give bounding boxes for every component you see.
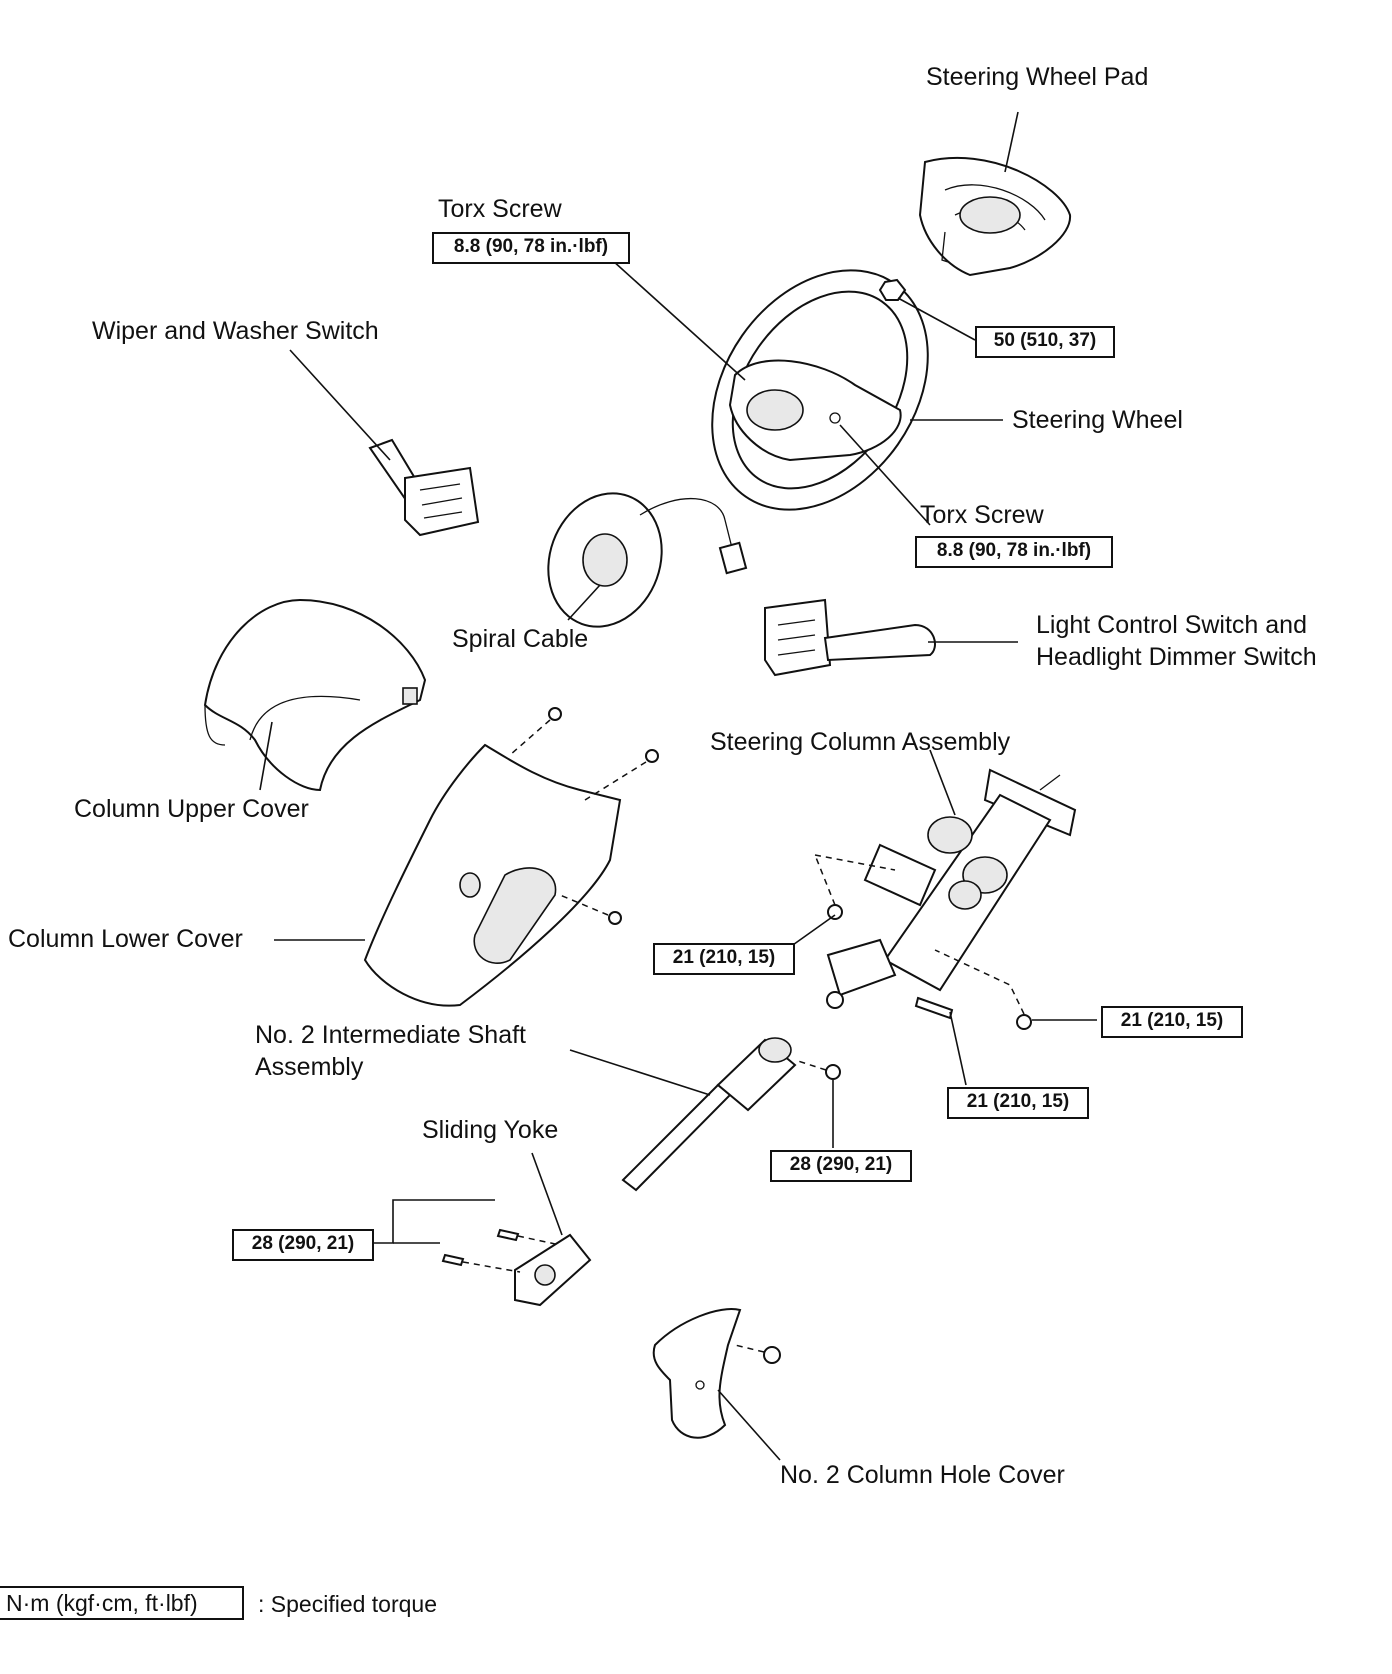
label-steering-column-assembly: Steering Column Assembly (710, 728, 1011, 756)
label-sliding-yoke: Sliding Yoke (422, 1116, 559, 1144)
torque-box-column-bottom: 21 (210, 15) (947, 1087, 1089, 1119)
label-torx-screw-top: Torx Screw (438, 195, 562, 223)
label-spiral-cable: Spiral Cable (452, 625, 589, 653)
label-column-lower-cover: Column Lower Cover (8, 925, 243, 953)
label-column-upper-cover: Column Upper Cover (74, 795, 309, 823)
label-intermediate-shaft-line1: No. 2 Intermediate Shaft (255, 1021, 526, 1049)
label-wiper-washer-switch: Wiper and Washer Switch (92, 317, 379, 345)
torque-box-torx-top: 8.8 (90, 78 in.·lbf) (432, 232, 630, 264)
spiral-cable-drawing (547, 492, 748, 628)
intermediate-shaft-drawing (621, 1037, 841, 1192)
leader-lines (259, 111, 1097, 1461)
torque-box-yoke-bolts: 28 (290, 21) (232, 1229, 374, 1261)
torque-box-shaft-bolt: 28 (290, 21) (770, 1150, 912, 1182)
torque-box-torx-bottom: 8.8 (90, 78 in.·lbf) (915, 536, 1113, 568)
label-steering-wheel: Steering Wheel (1012, 406, 1183, 434)
label-torx-screw-bottom: Torx Screw (920, 501, 1044, 529)
label-steering-wheel-pad: Steering Wheel Pad (926, 63, 1149, 91)
column-lower-cover-drawing (363, 743, 622, 1007)
column-bolts-drawing (827, 904, 1032, 1030)
steering-wheel-drawing (711, 269, 929, 511)
legend-text: : Specified torque (258, 1591, 438, 1617)
bolt-paths (462, 719, 1025, 1353)
steering-wheel-pad-drawing (918, 157, 1072, 277)
steering-column-assembly-drawing (826, 768, 1077, 1009)
column-hole-cover-drawing (652, 1308, 781, 1439)
column-upper-cover-drawing (203, 598, 427, 792)
label-light-control-switch-line2: Headlight Dimmer Switch (1036, 643, 1317, 671)
label-light-control-switch-line1: Light Control Switch and (1036, 611, 1307, 639)
wiper-washer-switch-drawing (368, 438, 480, 537)
torque-box-column-right: 21 (210, 15) (1101, 1006, 1243, 1038)
label-intermediate-shaft-line2: Assembly (255, 1053, 364, 1081)
wheel-nut-drawing (878, 278, 907, 301)
legend-units-box: N·m (kgf·cm, ft·lbf) (0, 1586, 244, 1620)
label-column-hole-cover: No. 2 Column Hole Cover (780, 1461, 1065, 1489)
torque-box-column-left: 21 (210, 15) (653, 943, 795, 975)
light-control-switch-drawing (764, 598, 936, 677)
lower-cover-screws-drawing (548, 707, 659, 925)
sliding-yoke-drawing (441, 1228, 592, 1307)
torque-box-wheel-nut: 50 (510, 37) (975, 326, 1115, 358)
